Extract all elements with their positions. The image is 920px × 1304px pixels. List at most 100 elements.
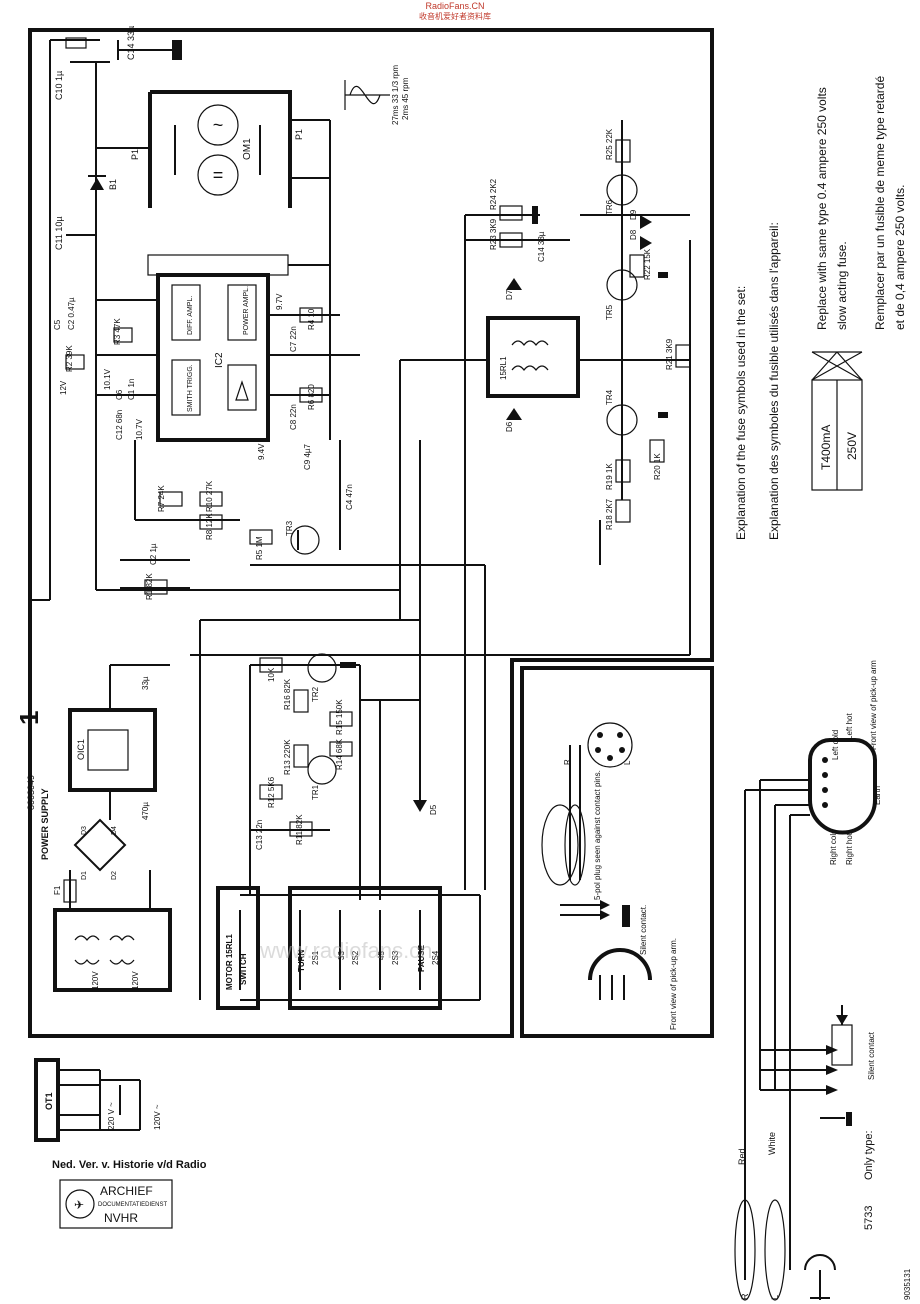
pickup-plug: R L 5-pol plug seen against contact pins… [541, 722, 678, 1030]
r20 [649, 439, 665, 463]
s2-label: 2S2 [351, 950, 360, 965]
speed-note-2: 2ms 45 rpm [401, 77, 410, 120]
c11-label: C11 10µ [54, 216, 64, 250]
pause-label: PAUSE [417, 944, 426, 972]
om1-label: OM1 [242, 138, 253, 160]
r3 [113, 327, 133, 343]
d5-symbol [413, 800, 427, 812]
motor-om1: ~ = OM1 P1 P1 [96, 90, 331, 300]
tr1-symbol [307, 755, 337, 785]
power-ampl-block [227, 284, 257, 341]
r5-label: R5 1M [255, 536, 264, 560]
archive-stamp: Ned. Ver. v. Historie v/d Radio ✈ ARCHIE… [52, 1159, 207, 1229]
s1-label: 2S1 [311, 950, 320, 965]
motor-dc-winding [197, 154, 239, 196]
fuse-explanation-fr: Explanation des symboles du fusible util… [767, 222, 781, 540]
silent-contact-hatch [831, 1024, 853, 1066]
d6-symbol [506, 408, 522, 420]
earth-label: Earth [873, 786, 882, 805]
fuse-f1 [63, 879, 77, 903]
ot1-label: OT1 [44, 1092, 54, 1110]
plug-silent-label: Silent contact. [639, 905, 648, 955]
tr2-symbol [307, 653, 337, 683]
red-wire-label: Red [737, 1148, 747, 1165]
svg-text:=: = [213, 165, 224, 185]
speed-waveform: 27ms 33 1/3 rpm 2ms 45 rpm [344, 65, 410, 125]
d1-label: D1 [81, 871, 88, 880]
v97-label: 9.7V [275, 293, 284, 310]
c14-label: C14 33µ [126, 26, 136, 60]
ic2-label: IC2 [214, 352, 225, 368]
r20-label: R20 1K [653, 453, 662, 480]
tr5-label: TR5 [605, 304, 614, 320]
r8-label: R8 12K [205, 513, 214, 540]
r2 [65, 354, 85, 370]
plug-l-label: L [623, 760, 632, 765]
c2-label: C2 0.47µ [67, 297, 76, 330]
c1-label: C1 1n [127, 379, 136, 400]
fuse-voltage: 250V [845, 432, 859, 460]
motor-switch-label: MOTOR 15RL1 [225, 934, 234, 990]
fuse-replace-fr-1: Remplacer par un fusible de meme type re… [873, 76, 887, 330]
white-wire-label: White [767, 1132, 777, 1155]
v12-label: 12V [59, 380, 68, 395]
r24-label: R24 2K2 [489, 178, 498, 210]
drawing-number-block: 1 8003049 POWER SUPPLY [14, 711, 50, 860]
c6-label: C6 [115, 389, 124, 400]
v101-label: 10.1V [103, 368, 112, 390]
diff-ampl-block [171, 284, 201, 341]
turn-label: TURN [297, 950, 306, 972]
r6 [299, 387, 323, 403]
c12-label: C12 68n [115, 410, 124, 440]
r7 [159, 491, 183, 507]
ic2-heatsink [147, 254, 289, 276]
ic2-block: DIFF. AMPL. POWER AMPL. SMITH TRIGG. IC2 [96, 254, 360, 442]
oic1-body [87, 729, 129, 771]
d6-label: D6 [505, 421, 514, 432]
c13-label: C13 22n [255, 820, 264, 850]
svg-text:✈: ✈ [74, 1198, 84, 1212]
stamp-logo-icon [65, 1189, 95, 1219]
s4-label: 2S4 [431, 950, 440, 965]
plug-r-label: R [563, 759, 572, 765]
fuse-explanation: Explanation of the fuse symbols used in … [734, 76, 907, 540]
r21-label: R21 3K9 [665, 338, 674, 370]
p1-label-b: P1 [294, 129, 304, 140]
r8 [199, 514, 223, 530]
ot1-220v-label: 220 V ~ [107, 1102, 116, 1130]
right-cold-label: Right cold [829, 829, 838, 865]
wire-l-label: L [770, 1295, 780, 1300]
v120b-label: 120V [131, 971, 140, 990]
trigger-network: R7 24K R10 27K R8 12K R5 1M TR3 C4 47n R… [120, 440, 354, 600]
plug-enclosure-border [520, 666, 714, 1038]
source-site: RadioFans.CN [425, 1, 484, 11]
s33-label: 33 [337, 951, 346, 960]
c15-label: 470µ [141, 802, 150, 820]
right-hot-label: Right hot [845, 832, 854, 865]
c2b-label: C2 1µ [149, 543, 158, 565]
c16-label: 33µ [141, 676, 150, 690]
cartridge-front-view-label: Front view of pick-up arm [869, 660, 878, 750]
fuse-replace-fr-2: et de 0,4 ampere 250 volts. [893, 185, 907, 330]
fuse-rating: T400mA [819, 425, 833, 470]
c9-label: C9 4µ7 [303, 443, 312, 470]
input-capacitors: C10 1µ C14 33µ [49, 26, 182, 600]
r18-label: R18 2K7 [605, 498, 614, 530]
r4 [299, 307, 323, 323]
r16-label: R16 82K [283, 678, 292, 710]
cartridge-wiring: Left cold Left hot Front view of pick-up… [734, 660, 912, 1301]
d7-label: D7 [505, 289, 514, 300]
pickup-arm-front [588, 948, 652, 981]
r17 [259, 657, 283, 673]
din-plug-circle [587, 722, 633, 768]
fuse-explanation-en: Explanation of the fuse symbols used in … [734, 286, 748, 540]
switch-bank: MOTOR 15RL1 SWITCH TURN 2S1 33 2S2 45 2S… [216, 886, 481, 1010]
plug-caption-1: 5-pol plug seen against contact pins. [593, 770, 602, 900]
motor-ac-winding [197, 104, 239, 146]
tr3-symbol [290, 525, 320, 555]
stamp-line-3: NVHR [104, 1211, 138, 1225]
smith-trigg-label: SMITH TRIGG. [187, 364, 194, 412]
r18 [615, 499, 631, 523]
r16 [293, 689, 309, 713]
c14b-label: C14 33µ [537, 231, 546, 262]
